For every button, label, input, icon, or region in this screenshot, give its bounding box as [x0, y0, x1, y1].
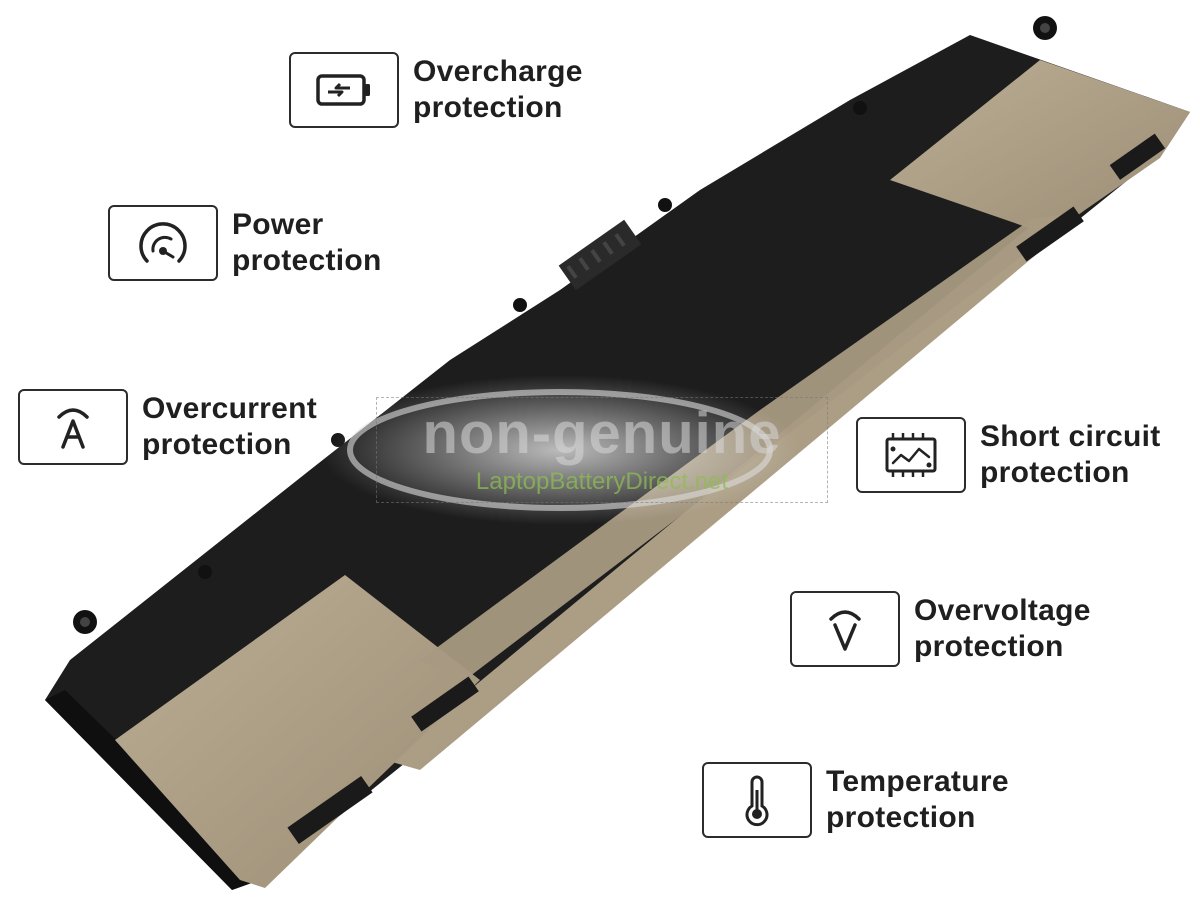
feature-label-line1: Power [232, 208, 324, 241]
feature-label-line1: Overvoltage [914, 594, 1091, 627]
gauge-icon [139, 222, 187, 263]
feature-label: Short circuit protection [980, 419, 1161, 491]
feature-label-line2: protection [232, 244, 382, 277]
feature-overcharge: Overcharge protection [289, 52, 583, 128]
feature-temperature: Temperature protection [702, 762, 1009, 838]
feature-short-circuit: Short circuit protection [856, 417, 1161, 493]
watermark-site-text: LaptopBatteryDirect.net [475, 468, 729, 495]
watermark-swirl [320, 375, 800, 525]
feature-label: Temperature protection [826, 764, 1009, 836]
feature-label: Overcurrent protection [142, 391, 317, 463]
ampere-icon [57, 408, 89, 449]
feature-icon-box [108, 205, 218, 281]
feature-label-line2: protection [914, 630, 1064, 663]
feature-label: Overcharge protection [413, 54, 583, 126]
feature-icon-box [18, 389, 128, 465]
feature-label-line2: protection [413, 91, 563, 124]
thermometer-icon [745, 775, 769, 827]
circuit-board-icon [885, 433, 937, 477]
feature-label-line2: protection [142, 428, 292, 461]
voltage-icon [829, 610, 861, 651]
tape-pad-bottom [115, 575, 480, 888]
battery-charge-icon [316, 74, 370, 106]
connector [558, 219, 642, 291]
feature-overvoltage: Overvoltage protection [790, 591, 1091, 667]
battery-clips [287, 133, 1166, 845]
feature-label-line1: Short circuit [980, 420, 1161, 453]
feature-icon-box [702, 762, 812, 838]
feature-power: Power protection [108, 205, 382, 281]
feature-icon-box [790, 591, 900, 667]
feature-icon-box [289, 52, 399, 128]
watermark-ring [347, 389, 773, 511]
tape-pad-top [890, 60, 1190, 230]
watermark-main-text: non-genuine [422, 401, 782, 466]
feature-label-line1: Temperature [826, 765, 1009, 798]
connector-pins [566, 233, 626, 279]
watermark: non-genuine LaptopBatteryDirect.net [376, 397, 828, 503]
feature-label-line2: protection [980, 456, 1130, 489]
feature-icon-box [856, 417, 966, 493]
feature-label-line1: Overcharge [413, 55, 583, 88]
screw-tabs [73, 16, 1057, 634]
feature-label-line2: protection [826, 801, 976, 834]
feature-label-line1: Overcurrent [142, 392, 318, 425]
feature-label: Power protection [232, 207, 382, 279]
feature-overcurrent: Overcurrent protection [18, 389, 317, 465]
feature-label: Overvoltage protection [914, 593, 1091, 665]
